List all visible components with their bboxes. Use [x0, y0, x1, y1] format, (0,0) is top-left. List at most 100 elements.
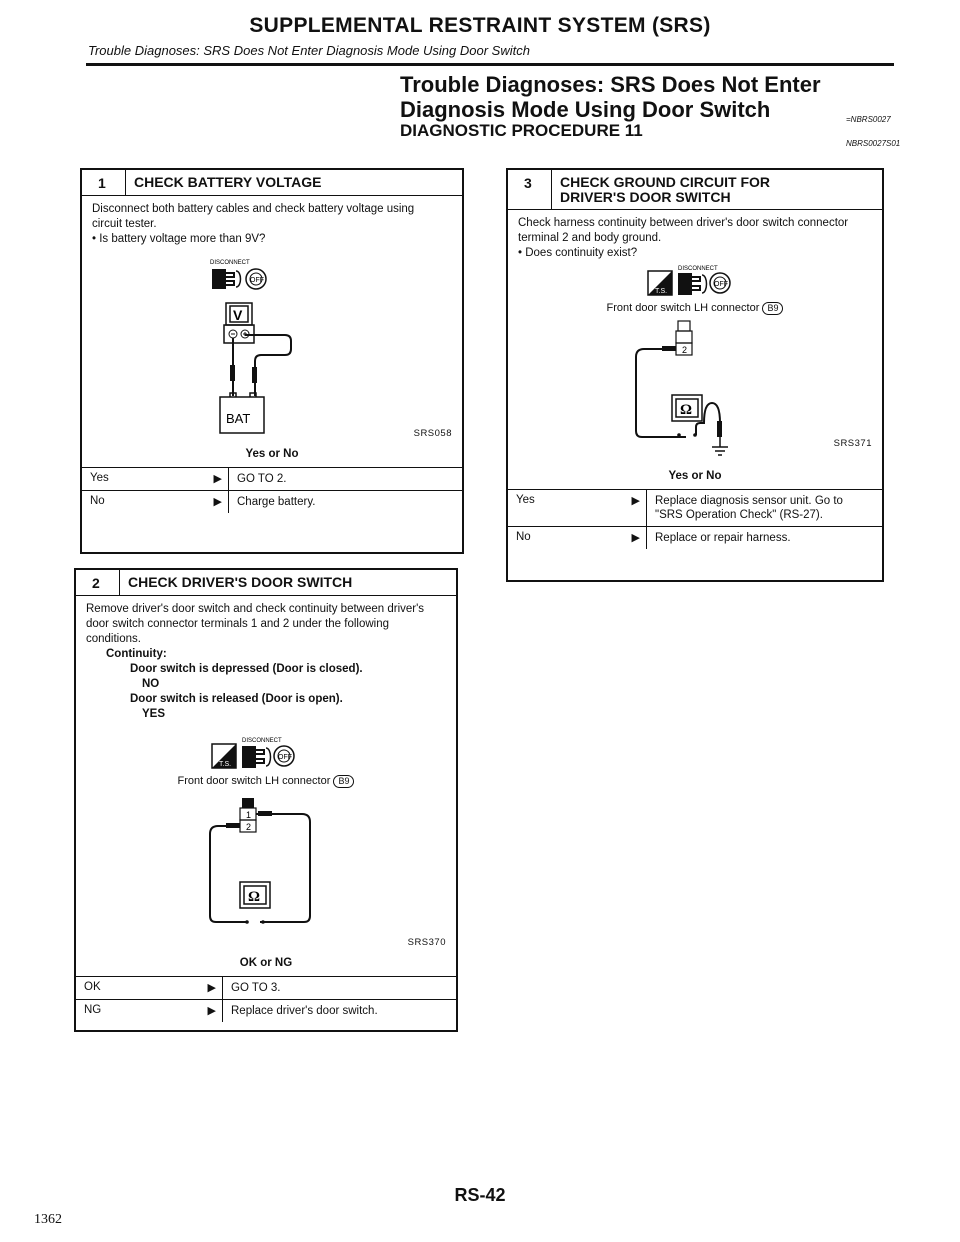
meter-label: Ω [680, 402, 692, 418]
disconnect-label: DISCONNECT [678, 266, 718, 272]
terminal-1-label: 1 [246, 810, 251, 820]
step-3-body: Check harness continuity between driver'… [508, 210, 882, 484]
door-switch-continuity-diagram: T.S. DISCONNECT OFF 1 [209, 738, 311, 924]
ground-wire [695, 401, 721, 437]
figure-id: SRS371 [833, 438, 872, 449]
page-number: 1362 [34, 1212, 62, 1227]
step-1-number: 1 [82, 170, 126, 195]
step-2-question: OK or NG [239, 957, 293, 969]
arrow-icon: ▶ [631, 495, 640, 507]
off-label: OFF [278, 754, 292, 761]
probe-positive [252, 367, 257, 383]
step-2-box: 2 CHECK DRIVER'S DOOR SWITCH Remove driv… [74, 568, 458, 1032]
result-action: Charge battery. [228, 491, 323, 513]
figure-id: SRS370 [407, 937, 446, 948]
battery-label: BAT [226, 411, 250, 426]
condition-closed: Door switch is depressed (Door is closed… [130, 663, 363, 675]
probe [258, 811, 272, 816]
off-label: OFF [250, 277, 264, 284]
probe-negative [230, 365, 235, 381]
ts-icon: T.S. [211, 743, 237, 769]
ohmmeter-icon: Ω [671, 394, 703, 437]
connector-icon: 1 2 [239, 798, 257, 833]
step-2-title: CHECK DRIVER'S DOOR SWITCH [128, 574, 353, 590]
result-key: Yes▶ [516, 494, 640, 507]
disconnect-label: DISCONNECT [210, 260, 250, 266]
disconnect-plug-icon [212, 269, 242, 289]
test-lead-positive [245, 334, 292, 396]
procedure-title: DIAGNOSTIC PROCEDURE 11 [400, 121, 643, 140]
result-row: No▶ Charge battery. [82, 490, 462, 513]
meter-label: Ω [248, 889, 260, 905]
step-2-header: 2 CHECK DRIVER'S DOOR SWITCH [76, 570, 456, 596]
circuit-wire [256, 813, 311, 923]
connector-badge: B9 [762, 302, 784, 315]
result-row: OK▶ GO TO 3. [76, 976, 456, 999]
step-2-body: Remove driver's door switch and check co… [76, 596, 456, 971]
step-3-box: 3 CHECK GROUND CIRCUIT FOR DRIVER'S DOOR… [506, 168, 884, 582]
step-3-question: Yes or No [668, 470, 722, 482]
battery-voltage-figure: DISCONNECT OFF V [92, 247, 452, 445]
arrow-icon: ▶ [213, 496, 222, 508]
ts-label: T.S. [655, 288, 667, 295]
step-1-box: 1 CHECK BATTERY VOLTAGE Disconnect both … [80, 168, 464, 554]
reference-code: =NBRS0027 [846, 115, 891, 124]
figure-caption: Front door switch LH connector B9 [518, 301, 872, 316]
section-title-line2: Diagnosis Mode Using Door Switch [400, 97, 771, 122]
figure-id: SRS058 [413, 428, 452, 439]
step-1-question: Yes or No [245, 448, 299, 460]
probe [662, 346, 676, 351]
step-3-title: CHECK GROUND CIRCUIT FOR DRIVER'S DOOR S… [560, 174, 770, 205]
arrow-icon: ▶ [213, 473, 222, 485]
step-3-number: 3 [508, 170, 552, 209]
battery-voltage-diagram: DISCONNECT OFF V [210, 260, 292, 434]
disconnect-plug-icon [678, 273, 708, 295]
disconnect-label: DISCONNECT [242, 738, 282, 744]
step-1-text: Disconnect both battery cables and check… [92, 203, 415, 230]
result-action: Replace diagnosis sensor unit. Go to "SR… [646, 490, 868, 526]
step-1-header: 1 CHECK BATTERY VOLTAGE [82, 170, 462, 196]
header-title: SUPPLEMENTAL RESTRAINT SYSTEM (SRS) [249, 14, 711, 37]
connector-badge: B9 [333, 775, 355, 788]
condition-open: Door switch is released (Door is open). [130, 693, 343, 705]
ts-label: T.S. [219, 761, 231, 768]
section-title-line1: Trouble Diagnoses: SRS Does Not Enter [400, 72, 821, 97]
result-row: Yes▶ Replace diagnosis sensor unit. Go t… [508, 489, 882, 526]
ts-icon: T.S. [647, 270, 673, 296]
circuit-wire [209, 825, 246, 923]
arrow-icon: ▶ [631, 532, 640, 544]
step-3-bullet: Does continuity exist? [518, 246, 872, 261]
step-1-bullet: Is battery voltage more than 9V? [92, 232, 452, 247]
ohmmeter-icon: Ω [239, 881, 271, 924]
result-action: Replace or repair harness. [646, 527, 799, 549]
continuity-label: Continuity: [106, 648, 167, 660]
condition-closed-result: NO [142, 678, 160, 690]
result-key: NG▶ [84, 1004, 216, 1017]
step-1-body: Disconnect both battery cables and check… [82, 196, 462, 462]
header-subtitle: Trouble Diagnoses: SRS Does Not Enter Di… [88, 43, 530, 58]
ground-circuit-figure: T.S. DISCONNECT OFF 2 [518, 265, 872, 467]
ground-circuit-diagram: T.S. DISCONNECT OFF 2 [635, 266, 731, 456]
door-switch-figure: T.S. DISCONNECT OFF 1 [86, 732, 446, 954]
ignition-key-off-icon: OFF [709, 272, 731, 294]
arrow-icon: ▶ [207, 1005, 216, 1017]
battery-icon: BAT [219, 392, 265, 434]
connector-icon: 2 [675, 320, 693, 356]
arrow-icon: ▶ [207, 982, 216, 994]
terminal-2-label: 2 [246, 822, 251, 832]
result-row: No▶ Replace or repair harness. [508, 526, 882, 549]
step-3-header: 3 CHECK GROUND CIRCUIT FOR DRIVER'S DOOR… [508, 170, 882, 210]
step-2-text: Remove driver's door switch and check co… [86, 603, 425, 645]
terminal-2-label: 2 [682, 345, 687, 355]
result-key: No▶ [90, 495, 222, 508]
result-action: Replace driver's door switch. [222, 1000, 386, 1022]
meter-label: V [233, 307, 243, 323]
figure-caption: Front door switch LH connector B9 [86, 774, 446, 789]
reference-subcode: NBRS0027S01 [846, 139, 901, 148]
result-action: GO TO 3. [222, 977, 288, 999]
probe [717, 421, 722, 437]
result-key: No▶ [516, 531, 640, 544]
result-row: NG▶ Replace driver's door switch. [76, 999, 456, 1022]
result-row: Yes▶ GO TO 2. [82, 467, 462, 490]
result-key: OK▶ [84, 981, 216, 994]
